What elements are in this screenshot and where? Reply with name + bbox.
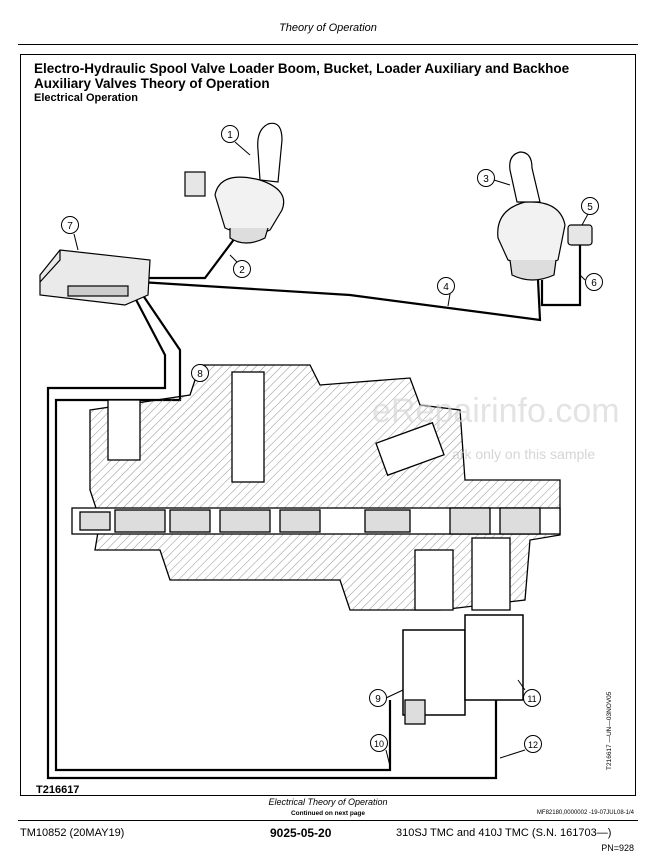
svg-text:9: 9 [375,694,381,705]
header-rule [18,44,638,45]
watermark-main: eRepairinfo.com [372,392,620,430]
wiring-harness [46,237,582,780]
svg-text:3: 3 [483,174,489,185]
backhoe-joystick-icon [497,151,593,281]
footer-page-number: 9025-05-20 [270,826,332,840]
spool-valve-body [71,364,561,725]
footer-pn: PN=928 [601,843,634,853]
svg-text:8: 8 [197,369,203,380]
callout-11: 11 [517,679,541,707]
footer-manual-id: TM10852 (20MAY19) [20,827,125,839]
callout-7: 7 [61,216,79,251]
figure-frame [20,54,636,796]
section-subtitle: Electrical Operation [34,92,138,104]
electro-hydraulic-diagram: 1 2 3 4 5 6 7 8 9 10 11 12 [39,122,603,780]
svg-text:1: 1 [227,130,233,141]
svg-text:10: 10 [374,739,384,749]
callout-4: 4 [437,277,455,307]
continued-note: Continued on next page [290,810,366,817]
svg-text:2: 2 [239,265,245,276]
section-title: Electro-Hydraulic Spool Valve Loader Boo… [34,61,570,91]
controller-module-icon [39,249,151,306]
callout-5: 5 [581,197,599,226]
footer-model: 310SJ TMC and 410J TMC (S.N. 161703—) [396,827,612,839]
loader-joystick-icon [184,122,285,244]
figure-side-reference: T216617 —UN—03NOV05 [606,691,613,770]
running-header: Theory of Operation [279,22,377,34]
figure-id: T216617 [36,784,80,796]
callout-2: 2 [229,254,251,278]
callout-1: 1 [221,125,251,156]
callout-9: 9 [369,689,404,707]
svg-text:12: 12 [528,740,538,750]
svg-text:5: 5 [587,202,593,213]
callout-10: 10 [370,734,391,767]
document-code: MF82180,0000002 -19-07JUL08-1/4 [536,810,634,816]
svg-text:11: 11 [527,694,536,704]
footer-rule [18,820,638,821]
callout-12: 12 [499,735,542,759]
svg-text:6: 6 [591,278,597,289]
callout-6: 6 [579,273,603,291]
callout-8: 8 [191,364,209,383]
svg-text:7: 7 [67,221,73,232]
figure-caption: Electrical Theory of Operation [268,797,388,807]
watermark-sub: ark only on this sample [452,446,596,462]
svg-text:4: 4 [443,282,449,293]
callout-balloons: 1 2 3 4 5 6 7 8 9 10 11 12 [61,125,603,767]
callout-3: 3 [477,169,511,187]
